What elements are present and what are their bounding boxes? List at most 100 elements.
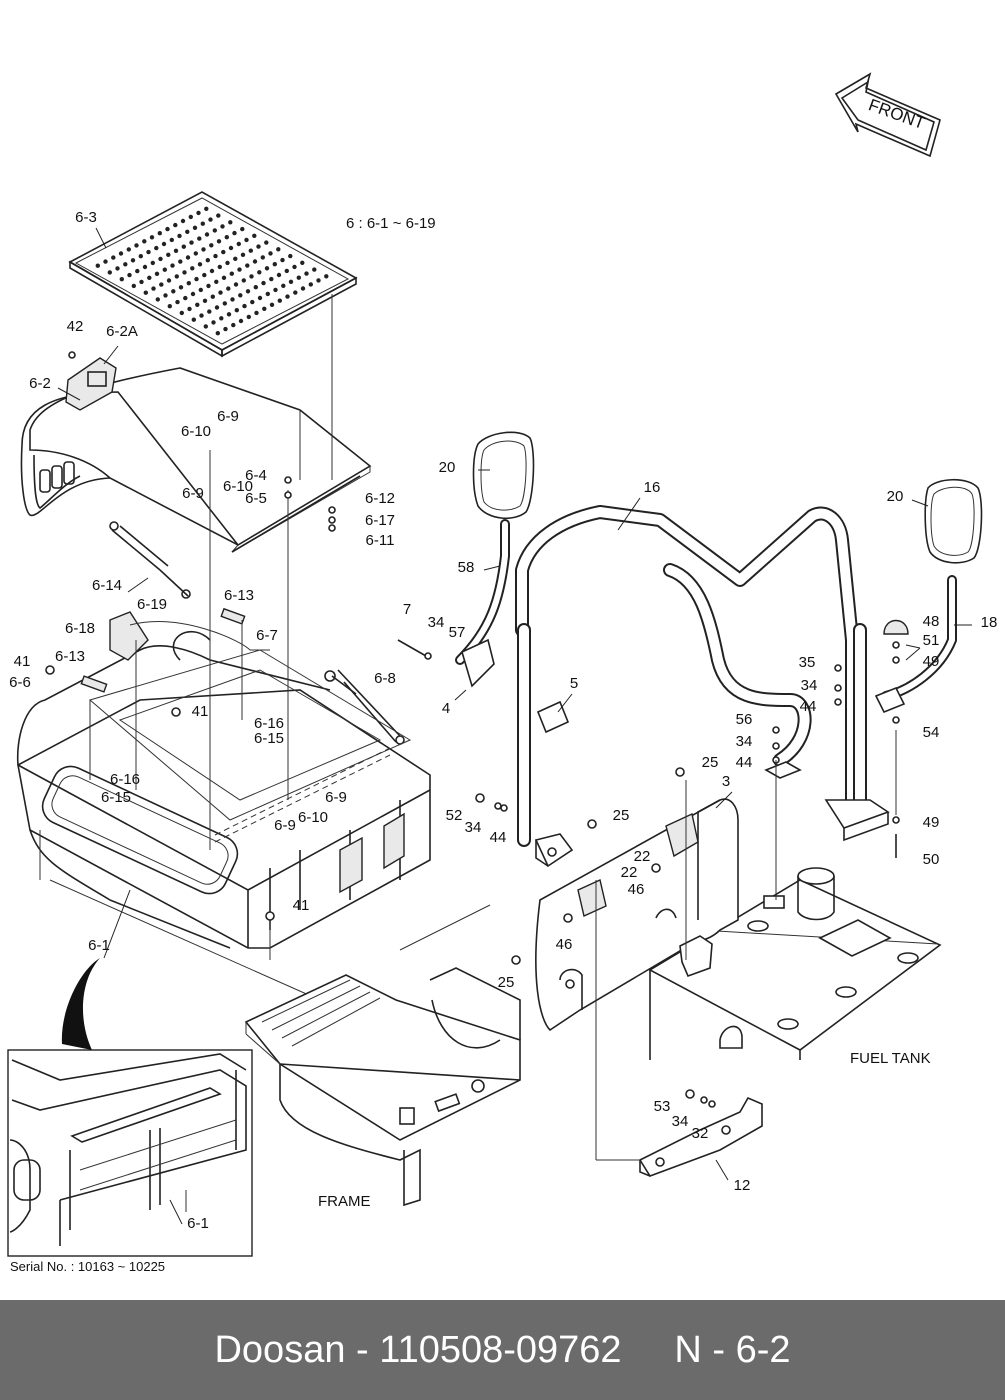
- perforation-hole: [226, 312, 232, 317]
- perforation-hole: [173, 248, 179, 253]
- callout-32: 32: [692, 1125, 709, 1142]
- perforation-hole: [208, 217, 213, 222]
- callout-4: 4: [442, 700, 450, 717]
- callout-6-5: 6-5: [245, 490, 267, 507]
- perforation-hole: [219, 316, 224, 321]
- perforation-hole: [260, 255, 265, 260]
- perforation-hole: [268, 251, 273, 256]
- perforation-hole: [269, 302, 275, 307]
- perforation-hole: [171, 289, 176, 294]
- perforation-hole: [238, 293, 243, 298]
- perforation-hole: [188, 214, 193, 220]
- perforation-hole: [240, 226, 245, 232]
- perforation-hole: [232, 230, 237, 236]
- callout-54: 54: [923, 724, 940, 741]
- perforation-hole: [218, 290, 223, 295]
- callout-6-18: 6-18: [65, 620, 95, 637]
- perforation-hole: [189, 240, 194, 245]
- console-box: [16, 607, 431, 949]
- perforation-hole: [126, 247, 131, 252]
- callout-34b: 34: [801, 677, 818, 694]
- perforation-hole: [197, 236, 202, 241]
- perforation-hole: [228, 220, 233, 225]
- callout-6-11: 6-11: [366, 532, 395, 549]
- perforation-hole: [284, 268, 289, 274]
- perforation-hole: [212, 228, 217, 233]
- perforation-hole: [179, 310, 184, 316]
- perforation-hole: [204, 232, 210, 237]
- perforation-hole: [244, 237, 249, 243]
- perforation-hole: [205, 258, 210, 263]
- perforation-hole: [190, 291, 196, 297]
- perforation-hole: [206, 283, 211, 289]
- perforation-hole: [231, 322, 236, 328]
- callout-25b: 25: [613, 807, 630, 824]
- perforation-hole: [134, 243, 139, 248]
- perforation-hole: [228, 245, 234, 251]
- perforation-hole: [217, 264, 222, 270]
- callout-5: 5: [570, 675, 578, 692]
- perforation-hole: [210, 294, 215, 299]
- perforation-hole: [264, 266, 270, 271]
- mirror-left: [455, 431, 570, 734]
- perforation-hole: [163, 293, 168, 298]
- footer-separator: -: [356, 1328, 369, 1371]
- callout-44c: 44: [490, 829, 507, 846]
- perforation-hole: [245, 263, 250, 268]
- callout-22a: 22: [634, 848, 651, 865]
- perforation-hole: [185, 229, 190, 234]
- callout-6-9c: 6-9: [325, 789, 347, 806]
- perforation-hole: [151, 286, 156, 291]
- callout-50: 50: [923, 851, 940, 868]
- callout-6-3: 6-3: [75, 209, 97, 226]
- perforation-hole: [245, 289, 251, 294]
- perforation-hole: [300, 286, 306, 291]
- exploded-parts-diagram: FRONT: [7, 72, 997, 1274]
- callout-56: 56: [736, 711, 753, 728]
- perforation-hole: [221, 275, 227, 280]
- callout-51: 51: [923, 632, 940, 649]
- perforation-hole: [211, 320, 216, 325]
- perforation-hole: [214, 305, 220, 310]
- callout-57: 57: [449, 624, 466, 641]
- perforation-hole: [233, 282, 239, 287]
- perforation-hole: [146, 249, 151, 255]
- perforation-hole: [131, 283, 136, 289]
- perforation-hole: [241, 278, 246, 283]
- perforation-hole: [316, 278, 321, 283]
- perforation-hole: [185, 255, 191, 260]
- perforation-hole: [178, 259, 183, 264]
- perforation-hole: [225, 260, 230, 266]
- callout-25a: 25: [702, 754, 719, 771]
- perforation-hole: [224, 235, 229, 240]
- perforation-hole: [192, 225, 198, 230]
- perforation-hole: [254, 310, 259, 316]
- perforation-hole: [312, 267, 317, 272]
- perforation-hole: [202, 298, 208, 303]
- perforation-hole: [181, 244, 186, 249]
- perforation-hole: [166, 252, 171, 257]
- callout-6-13b: 6-13: [55, 648, 85, 665]
- perforation-hole: [276, 247, 281, 252]
- callout-20b: 20: [887, 488, 904, 505]
- perforation-hole: [280, 257, 285, 263]
- callout-41a: 41: [14, 653, 31, 670]
- callout-6-9b: 6-9: [182, 485, 204, 502]
- perforation-hole: [214, 279, 219, 284]
- callout-7: 7: [403, 601, 411, 618]
- perforation-hole: [288, 253, 293, 259]
- perforation-hole: [265, 291, 270, 297]
- perforation-hole: [262, 306, 267, 311]
- perforation-hole: [186, 281, 191, 286]
- callout-52: 52: [446, 807, 463, 824]
- perforation-hole: [242, 303, 247, 309]
- inset-detail: [7, 958, 253, 1257]
- perforation-hole: [236, 241, 241, 247]
- perforation-hole: [264, 240, 269, 245]
- perforation-hole: [207, 309, 212, 314]
- perforation-hole: [139, 279, 144, 285]
- perforation-hole: [135, 268, 140, 274]
- perforation-hole: [292, 264, 297, 270]
- perforation-hole: [300, 260, 305, 265]
- hood-cover: [20, 367, 372, 553]
